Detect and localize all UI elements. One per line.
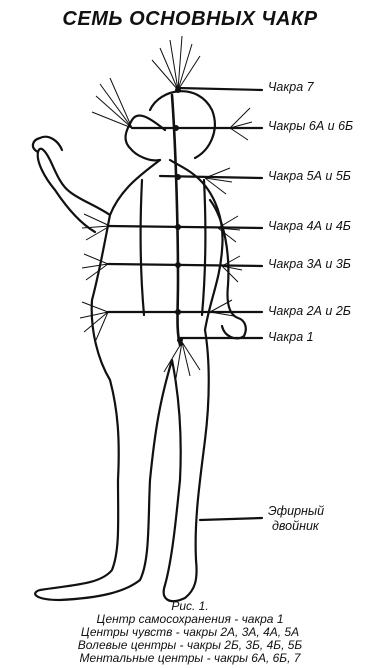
label-chakra7: Чакра 7 xyxy=(268,80,314,94)
band-chakra7 xyxy=(178,88,262,90)
chakra4-node xyxy=(175,224,181,230)
label-chakra6: Чакры 6А и 6Б xyxy=(268,119,353,133)
band-chakra3 xyxy=(108,264,262,266)
label-chakra4: Чакра 4А и 4Б xyxy=(268,219,351,233)
left-arm-outline xyxy=(38,149,110,232)
left-hand-outline xyxy=(33,137,62,152)
label-chakra2: Чакра 2А и 2Б xyxy=(268,304,351,318)
chakra7-rays xyxy=(152,36,200,90)
central-channel xyxy=(172,95,180,345)
caption-line4: Ментальные центры - чакры 6А, 6Б, 7 xyxy=(0,652,380,665)
label-etheric-line1: Эфирный xyxy=(268,504,324,518)
head-outline xyxy=(126,115,165,160)
label-chakra1: Чакра 1 xyxy=(268,330,314,344)
label-chakra3: Чакра 3А и 3Б xyxy=(268,257,351,271)
label-chakra5: Чакра 5А и 5Б xyxy=(268,169,351,183)
torso-line-left xyxy=(141,180,144,315)
chakra2-node xyxy=(175,309,181,315)
chakra6-node xyxy=(173,125,179,131)
figure-caption: Рис. 1. Центр самосохранения - чакра 1 Ц… xyxy=(0,600,380,665)
chakra5-node xyxy=(175,174,181,180)
chakra3-node xyxy=(175,262,181,268)
torso-line-right xyxy=(202,180,205,315)
band-etheric xyxy=(200,518,262,520)
band-chakra4 xyxy=(108,226,262,228)
label-etheric-line2: двойник xyxy=(272,519,319,533)
